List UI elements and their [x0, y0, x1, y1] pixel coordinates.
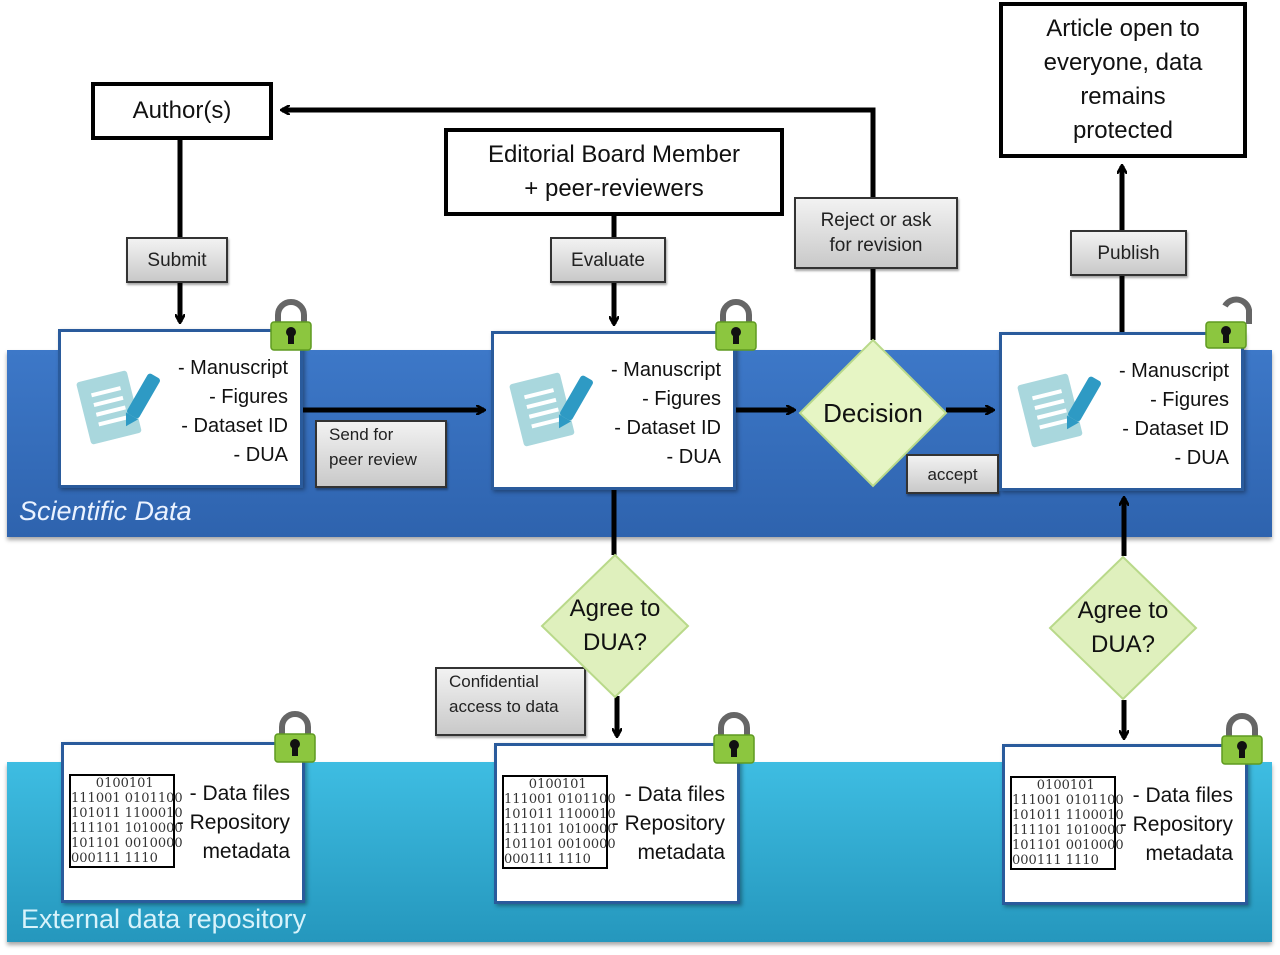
article-open-line3: remains	[1080, 83, 1166, 110]
item-manuscript: - Manuscript	[1118, 360, 1229, 382]
publish-tag: Publish	[1070, 230, 1187, 276]
decision-diamond: Decision	[798, 338, 948, 488]
agree-line2: DUA?	[1090, 631, 1156, 658]
item-repository: - Repository	[1119, 813, 1233, 836]
send-line1: Send for	[329, 425, 394, 444]
agree-dua-diamond-2: Agree to DUA?	[1048, 555, 1198, 701]
article-open-line1: Article open to	[1046, 15, 1200, 42]
item-manuscript: - Manuscript	[177, 357, 288, 379]
binary-data-icon: 0100101 111001 0101100 101011 1100010 11…	[69, 774, 183, 868]
article-open-line2: everyone, data	[1043, 49, 1203, 76]
submission-box-3: - Manuscript - Figures - Dataset ID - DU…	[999, 332, 1244, 491]
item-metadata: metadata	[637, 841, 725, 864]
data-box-2: 0100101 111001 0101100 101011 1100010 11…	[494, 743, 740, 904]
confidential-line1: Confidential	[449, 672, 539, 691]
locked-padlock-icon	[715, 299, 757, 351]
external-repository-label: External data repository	[21, 904, 307, 934]
editorial-line1: Editorial Board Member	[487, 141, 741, 168]
confidential-access-tag: Confidential access to data	[435, 667, 586, 736]
document-pencil-icon	[1017, 373, 1101, 448]
locked-padlock-icon	[270, 299, 312, 351]
item-repository: - Repository	[611, 812, 725, 835]
data-box-3: 0100101 111001 0101100 101011 1100010 11…	[1002, 744, 1248, 905]
item-figures: - Figures	[209, 386, 288, 408]
item-data-files: - Data files	[1132, 784, 1233, 807]
send-review-tag: Send for peer review	[315, 420, 447, 488]
reject-line1: Reject or ask	[820, 210, 932, 231]
item-metadata: metadata	[1145, 842, 1233, 865]
binary-data-icon: 0100101 111001 0101100 101011 1100010 11…	[502, 775, 616, 869]
publish-label: Publish	[1097, 242, 1160, 264]
item-manuscript: - Manuscript	[610, 359, 721, 381]
editorial-board-box: Editorial Board Member + peer-reviewers	[444, 128, 784, 216]
submission-box-2: - Manuscript - Figures - Dataset ID - DU…	[491, 331, 736, 490]
item-dua: - DUA	[666, 446, 721, 468]
item-repository: - Repository	[176, 811, 290, 834]
locked-padlock-icon	[713, 712, 755, 764]
item-metadata: metadata	[202, 840, 290, 863]
article-open-box: Article open to everyone, data remains p…	[999, 2, 1247, 158]
binary-data-icon: 0100101 111001 0101100 101011 1100010 11…	[1010, 776, 1124, 870]
locked-padlock-icon	[1221, 713, 1263, 765]
scientific-data-label: Scientific Data	[19, 496, 192, 526]
item-dua: - DUA	[1174, 447, 1229, 469]
authors-label: Author(s)	[132, 97, 232, 124]
send-line2: peer review	[329, 450, 417, 469]
unlocked-padlock-icon	[1205, 296, 1252, 349]
evaluate-tag: Evaluate	[550, 237, 666, 283]
editorial-line2: + peer-reviewers	[524, 175, 704, 202]
item-dataset-id: - Dataset ID	[181, 415, 288, 437]
article-open-line4: protected	[1072, 117, 1174, 144]
locked-padlock-icon	[274, 711, 316, 763]
evaluate-label: Evaluate	[571, 249, 645, 271]
document-pencil-icon	[76, 370, 160, 445]
accept-tag: accept	[906, 454, 999, 494]
item-dataset-id: - Dataset ID	[1122, 418, 1229, 440]
reject-line2: for revision	[829, 235, 923, 256]
agree-line1: Agree to	[569, 595, 661, 622]
submit-tag: Submit	[126, 237, 228, 283]
decision-label: Decision	[823, 398, 923, 428]
item-figures: - Figures	[642, 388, 721, 410]
confidential-line2: access to data	[449, 697, 559, 716]
item-dataset-id: - Dataset ID	[614, 417, 721, 439]
accept-label: accept	[927, 464, 978, 484]
data-box-1: 0100101 111001 0101100 101011 1100010 11…	[61, 742, 305, 903]
agree-line2: DUA?	[582, 629, 648, 656]
item-data-files: - Data files	[189, 782, 290, 805]
submit-label: Submit	[147, 249, 207, 271]
submission-box-1: - Manuscript - Figures - Dataset ID - DU…	[58, 329, 303, 488]
item-dua: - DUA	[233, 444, 288, 466]
reject-tag: Reject or ask for revision	[794, 197, 958, 269]
item-data-files: - Data files	[624, 783, 725, 806]
item-figures: - Figures	[1150, 389, 1229, 411]
agree-dua-diamond-1: Agree to DUA?	[540, 553, 690, 699]
authors-box: Author(s)	[91, 82, 273, 140]
agree-line1: Agree to	[1077, 597, 1169, 624]
document-pencil-icon	[509, 372, 593, 447]
